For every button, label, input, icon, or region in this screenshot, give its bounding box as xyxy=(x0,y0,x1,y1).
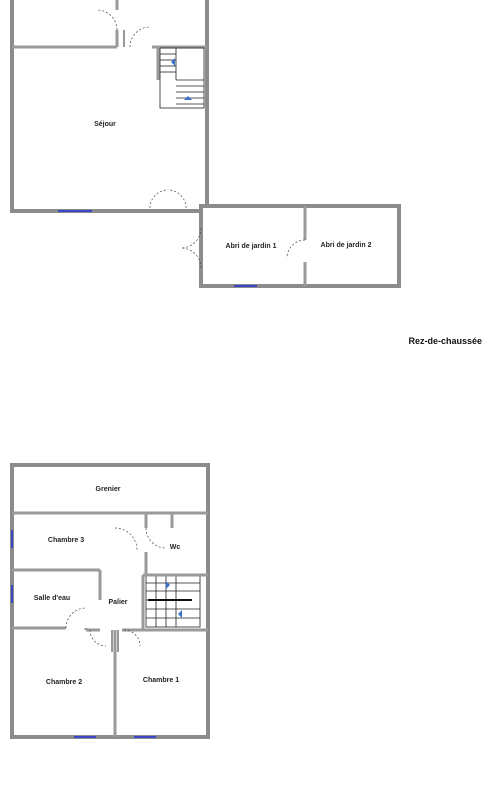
room-label-palier: Palier xyxy=(108,599,127,606)
room-label-abri-2: Abri de jardin 2 xyxy=(321,242,372,249)
ground-stairs xyxy=(159,47,205,109)
room-label-abri-1: Abri de jardin 1 xyxy=(226,243,277,250)
room-label-grenier: Grenier xyxy=(96,486,121,493)
ground-floor: Séjour Abri de jardin 1 Abri de jardin 2… xyxy=(10,0,482,346)
garden-sheds xyxy=(180,204,401,288)
level-label-ground: Rez-de-chaussée xyxy=(408,336,482,346)
room-label-sejour: Séjour xyxy=(94,121,116,128)
room-label-chambre-1: Chambre 1 xyxy=(143,677,179,684)
door-swing xyxy=(96,9,118,31)
room-label-salle-eau: Salle d'eau xyxy=(34,595,70,602)
upper-floor: Grenier Chambre 3 Wc Salle d'eau Palier … xyxy=(10,463,210,739)
room-label-wc: Wc xyxy=(170,544,181,551)
room-label-chambre-2: Chambre 2 xyxy=(46,679,82,686)
room-label-chambre-3: Chambre 3 xyxy=(48,537,84,544)
